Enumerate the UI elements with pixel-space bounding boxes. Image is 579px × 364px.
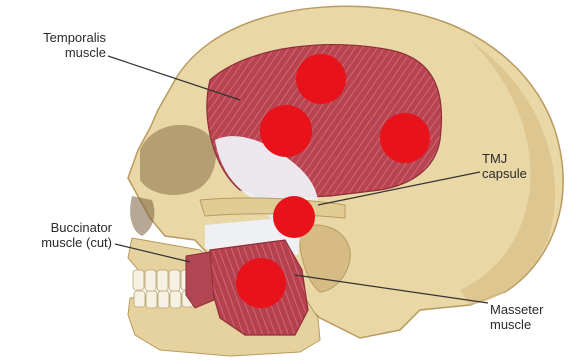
trigger-point-temporalis-upper <box>296 54 346 104</box>
trigger-point-masseter <box>236 258 286 308</box>
label-buccinator: Buccinator muscle (cut) <box>6 220 112 250</box>
label-buccinator-line2: muscle (cut) <box>6 235 112 250</box>
label-masseter-line1: Masseter <box>490 302 543 317</box>
nasal-cavity <box>130 196 154 236</box>
lower-teeth <box>134 291 193 308</box>
label-tmj: TMJ capsule <box>482 151 527 181</box>
buccinator-muscle <box>186 252 214 308</box>
trigger-point-temporalis-middle <box>260 105 312 157</box>
label-temporalis-line1: Temporalis <box>10 30 106 45</box>
trigger-point-temporalis-posterior <box>380 113 430 163</box>
label-tmj-line2: capsule <box>482 166 527 181</box>
label-masseter-line2: muscle <box>490 317 543 332</box>
label-masseter: Masseter muscle <box>490 302 543 332</box>
label-temporalis-line2: muscle <box>10 45 106 60</box>
upper-teeth <box>133 270 192 291</box>
label-tmj-line1: TMJ <box>482 151 527 166</box>
label-temporalis: Temporalis muscle <box>10 30 106 60</box>
label-buccinator-line1: Buccinator <box>6 220 112 235</box>
trigger-point-tmj <box>273 196 315 238</box>
